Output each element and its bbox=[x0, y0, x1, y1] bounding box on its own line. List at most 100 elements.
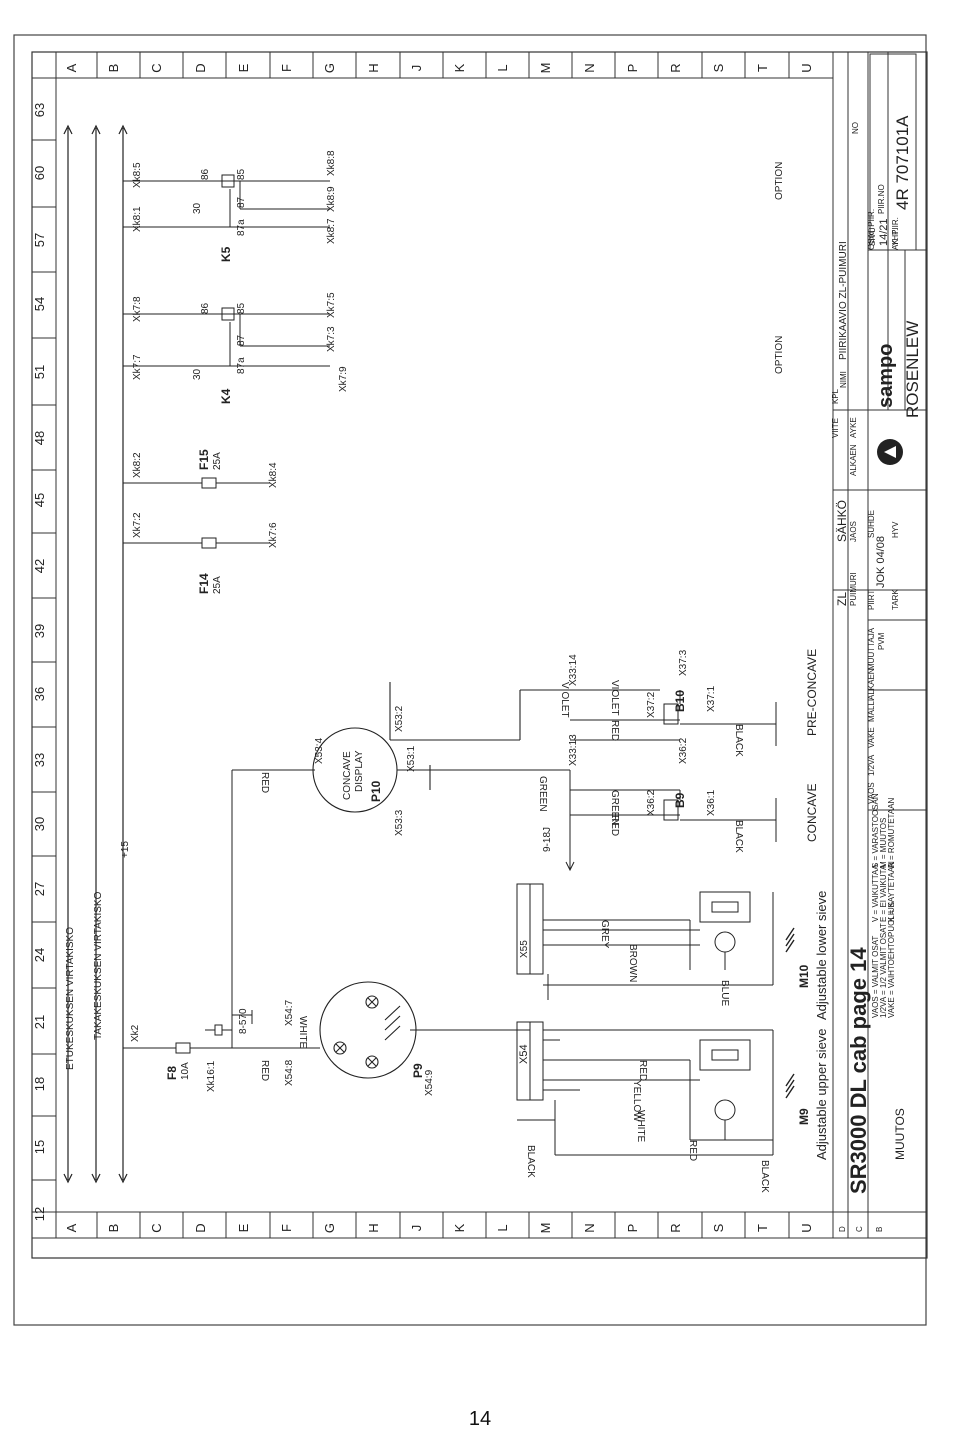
tb-yht: YHT. bbox=[891, 229, 900, 246]
tb-row-b: B bbox=[875, 1227, 884, 1232]
grid-col-label: 54 bbox=[32, 297, 47, 311]
label-x36-2a: X36:2 bbox=[646, 789, 657, 816]
label-x53-2: X53:2 bbox=[394, 705, 405, 732]
grid-col-label: 12 bbox=[32, 1207, 47, 1221]
k4-term-xk7-8: Xk7:8 bbox=[132, 296, 143, 322]
p10-concave-display bbox=[312, 682, 660, 813]
rail-label-front: ETUKESKUKSEN VIRTAKISKO bbox=[65, 927, 76, 1070]
rail-label-plus15: +15 bbox=[120, 841, 131, 858]
k4-option: OPTION bbox=[774, 336, 785, 374]
grid-row-label: B bbox=[106, 64, 121, 73]
grid-row-label: T bbox=[755, 64, 770, 72]
grid-row-label: T bbox=[755, 1224, 770, 1232]
grid-row-label: M bbox=[538, 1223, 553, 1234]
m9-motor bbox=[689, 1030, 774, 1155]
label-pre-concave: PRE-CONCAVE bbox=[805, 649, 819, 736]
fuse-f14-name: F14 bbox=[197, 573, 211, 594]
grid-row-label: J bbox=[409, 65, 424, 72]
k5-term-xk8-9: Xk8:9 bbox=[326, 186, 337, 212]
label-concave-display-2: DISPLAY bbox=[354, 750, 365, 792]
tb-ayke: AYKE bbox=[849, 417, 858, 438]
relay-k5-name: K5 bbox=[219, 246, 233, 262]
fuse-f14-rating: 25A bbox=[212, 576, 223, 594]
label-x37-3: X37:3 bbox=[678, 649, 689, 676]
grid-row-label: P bbox=[625, 1224, 640, 1233]
grid-row-label: F bbox=[279, 1224, 294, 1232]
wire-red-m9b: RED bbox=[687, 1140, 698, 1161]
k5-pin-87a: 87a bbox=[236, 219, 247, 236]
k4-term-xk7-7: Xk7:7 bbox=[132, 354, 143, 380]
grid-row-label: D bbox=[193, 63, 208, 72]
k4-term-xk7-5: Xk7:5 bbox=[326, 292, 337, 318]
relay-k5 bbox=[123, 174, 330, 228]
wire-red-label: RED bbox=[259, 1060, 270, 1081]
grid-row-label: G bbox=[322, 1223, 337, 1233]
grid-col-label: 24 bbox=[32, 948, 47, 962]
tb-tark: TARK bbox=[891, 589, 900, 610]
tb-vake: VAKE = VAIHTOEHTOPUOLIUS bbox=[887, 902, 896, 1018]
tb-ak-piir: AK. PIIR. bbox=[891, 217, 900, 250]
grid-col-label: 57 bbox=[32, 233, 47, 247]
sheet-border bbox=[13, 34, 927, 1326]
label-m9: M9 bbox=[797, 1108, 811, 1125]
tb-nimi: NIMI bbox=[839, 371, 848, 388]
tb-col-vaos: VAOS bbox=[867, 782, 876, 804]
label-x54: X54 bbox=[518, 1044, 530, 1064]
label-x55: X55 bbox=[519, 940, 530, 958]
k5-option: OPTION bbox=[774, 162, 785, 200]
grid-col-label: 27 bbox=[32, 882, 47, 896]
label-x53-4: X53:4 bbox=[314, 737, 325, 764]
label-x54-8: X54:8 bbox=[284, 1059, 295, 1086]
tb-zl: ZL bbox=[835, 592, 849, 606]
grid-row-label: C bbox=[149, 1223, 164, 1232]
wire-red-m9: RED bbox=[637, 1060, 648, 1081]
label-x36-1: X36:1 bbox=[706, 789, 717, 816]
label-lower-sieve: Adjustable lower sieve bbox=[814, 891, 829, 1020]
label-x36-2b: X36:2 bbox=[678, 737, 689, 764]
tb-alkaen2: ALKAEN bbox=[849, 444, 858, 476]
grid-col-label: 63 bbox=[32, 103, 47, 117]
tb-kpl: KPL bbox=[831, 388, 840, 404]
wire-black-m9: BLACK bbox=[759, 1160, 770, 1193]
tb-puimuri: PUIMURI bbox=[849, 572, 858, 606]
k5-pin-30: 30 bbox=[192, 202, 203, 214]
label-m10: M10 bbox=[797, 964, 811, 988]
drawing-title: SR3000 DL cab page 14 bbox=[846, 947, 871, 1194]
sampo-logo-mark bbox=[884, 446, 896, 458]
grid-row-label: L bbox=[495, 1224, 510, 1231]
grid-row-label: J bbox=[409, 1225, 424, 1232]
grid-row-label: H bbox=[366, 1223, 381, 1232]
tb-pvm: PVM bbox=[877, 632, 886, 650]
k5-term-xk8-1: Xk8:1 bbox=[132, 206, 143, 232]
label-x53-1: X53:1 bbox=[406, 745, 417, 772]
rail-label-rear: TAKAKESKUKSEN VIRTAKISKO bbox=[93, 891, 104, 1040]
k5-pin-85: 85 bbox=[236, 168, 247, 180]
tb-sahko: SÄHKÖ bbox=[835, 500, 849, 542]
wire-red-b9: RED bbox=[609, 815, 620, 836]
p9-sieve-indicator bbox=[319, 981, 530, 1079]
tb-code-s: S = VARASTOOSAN bbox=[871, 793, 880, 868]
grid-col-label: 30 bbox=[32, 817, 47, 831]
grid-row-label: N bbox=[582, 1223, 597, 1232]
grid-row-label: B bbox=[106, 1224, 121, 1233]
label-xk16-1: Xk16:1 bbox=[206, 1060, 217, 1092]
title-block bbox=[832, 51, 928, 1239]
k4-pin-87a: 87a bbox=[236, 357, 247, 374]
tb-code-e: E = EI VAIKUTA bbox=[879, 864, 888, 922]
wire-green-b9: GREEN bbox=[609, 790, 620, 826]
label-9-18j: 9-18J bbox=[542, 827, 553, 852]
tb-suhde: SUHDE bbox=[867, 510, 876, 538]
tb-vite: VIITE bbox=[831, 418, 840, 438]
tb-code-v: V = VAIKUTTAA bbox=[871, 864, 880, 922]
grid-row-labels-bottom: A B C D E F G H J K L M N P R S T U bbox=[64, 1223, 814, 1234]
label-x33-13: X33:13 bbox=[568, 734, 579, 766]
wire-black-b10: BLACK bbox=[733, 724, 744, 757]
label-concave: CONCAVE bbox=[805, 784, 819, 842]
wire-black-b9: BLACK bbox=[733, 820, 744, 853]
tb-piirt-value: JOK 04/08 bbox=[875, 536, 887, 588]
label-8-570: 8-570 bbox=[238, 1008, 249, 1034]
x55-connector bbox=[516, 883, 774, 1000]
tb-sivu: SIVU bbox=[868, 227, 877, 246]
k4-pin-87: 87 bbox=[236, 334, 247, 346]
